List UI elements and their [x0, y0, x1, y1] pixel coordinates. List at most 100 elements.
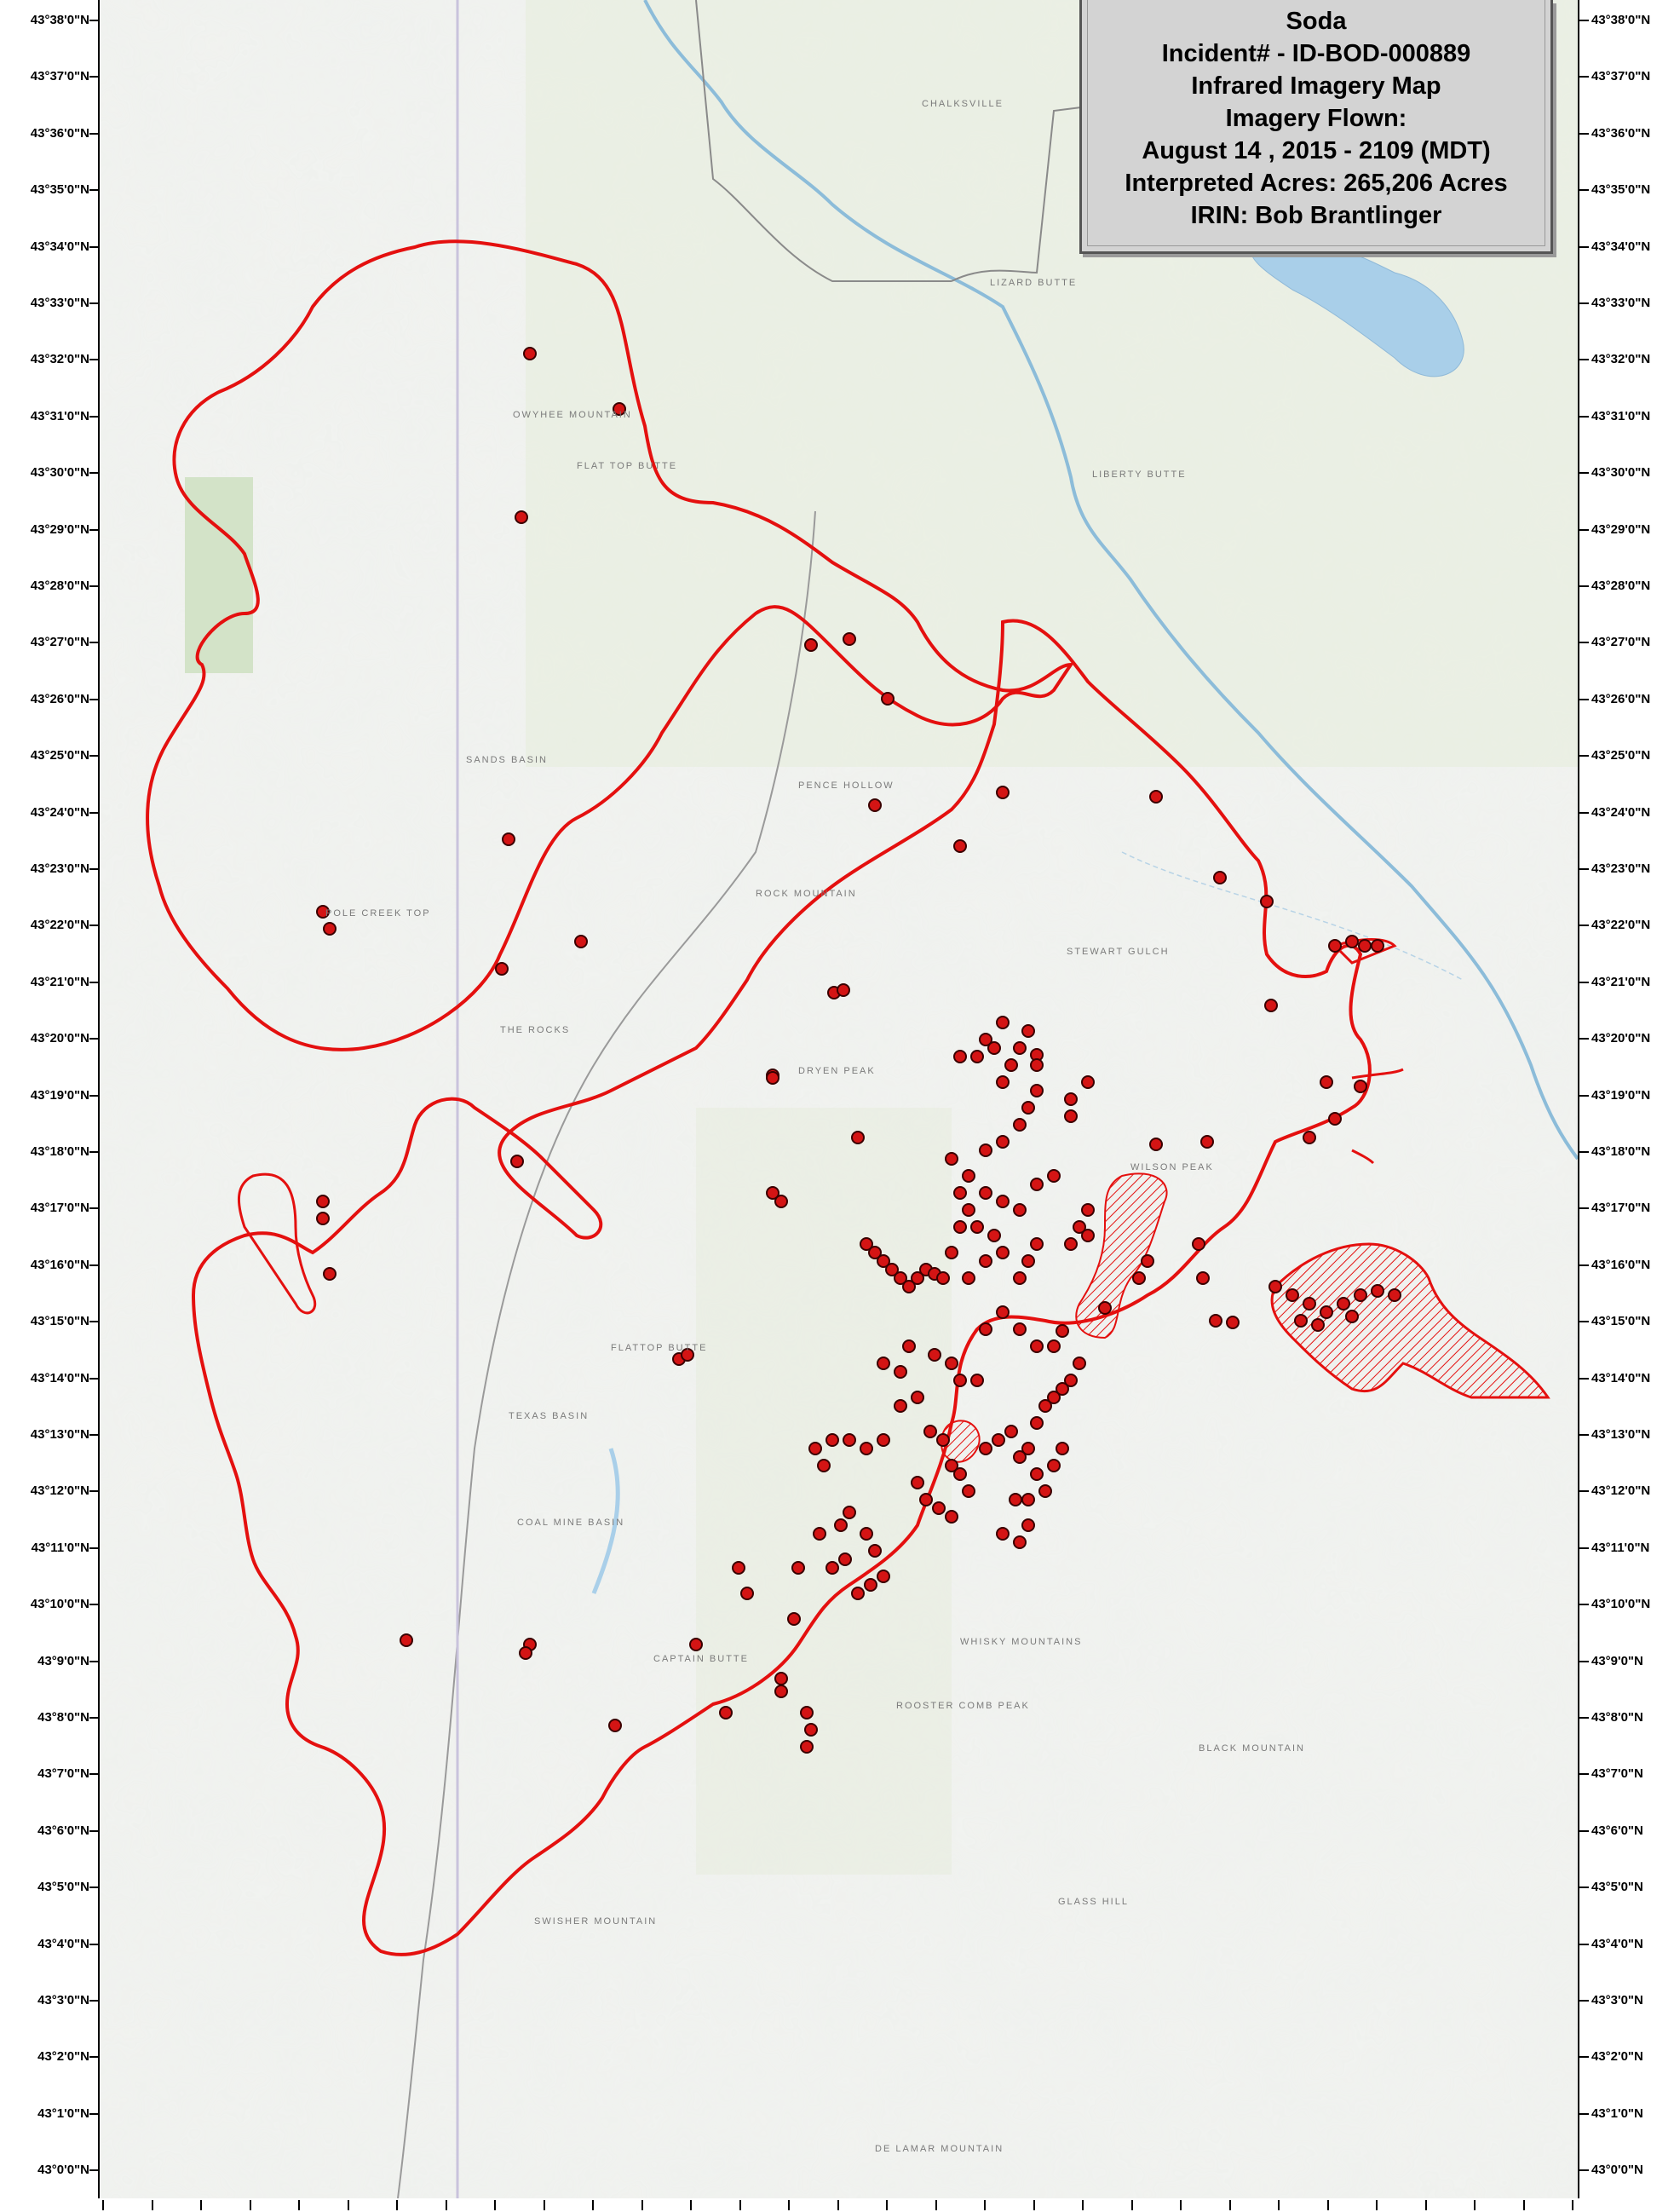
latitude-label-right: 43°15'0"N [1591, 1314, 1651, 1329]
hotspot-marker-icon [523, 347, 537, 360]
longitude-tick [396, 2200, 398, 2210]
latitude-tick [89, 1943, 100, 1945]
latitude-label-right: 43°38'0"N [1591, 13, 1651, 27]
hotspot-marker-icon [1064, 1092, 1078, 1106]
longitude-tick [886, 2200, 888, 2210]
hotspot-marker-icon [868, 1544, 882, 1558]
latitude-tick [1579, 868, 1589, 870]
hotspot-marker-icon [791, 1561, 805, 1575]
hotspot-marker-icon [996, 786, 1010, 799]
latitude-label-right: 43°35'0"N [1591, 182, 1651, 198]
hotspot-marker-icon [766, 1071, 779, 1085]
hotspot-marker-icon [1371, 939, 1384, 953]
hotspot-marker-icon [1073, 1220, 1086, 1234]
hotspot-marker-icon [936, 1271, 950, 1285]
hotspot-marker-icon [804, 638, 818, 652]
hotspot-marker-icon [787, 1612, 801, 1626]
place-label: COAL MINE BASIN [517, 1518, 624, 1528]
latitude-tick [89, 2169, 100, 2172]
latitude-label-left: 43°25'0"N [30, 748, 89, 763]
latitude-tick [1579, 1207, 1589, 1210]
hotspot-marker-icon [945, 1459, 958, 1472]
latitude-label-left: 43°16'0"N [30, 1257, 89, 1272]
hotspot-marker-icon [1030, 1339, 1044, 1353]
latitude-tick [89, 2112, 100, 2115]
latitude-label-left: 43°32'0"N [30, 352, 89, 367]
longitude-tick [1180, 2200, 1182, 2210]
latitude-label-left: 43°10'0"N [30, 1597, 89, 1612]
place-label: SWISHER MOUNTAIN [534, 1916, 657, 1927]
hotspot-marker-icon [1030, 1237, 1044, 1251]
latitude-tick [1579, 20, 1589, 21]
legend-map-type: Infrared Imagery Map [1191, 72, 1441, 100]
place-label: STEWART GULCH [1067, 947, 1170, 957]
hotspot-marker-icon [962, 1203, 975, 1217]
place-label: TEXAS BASIN [509, 1411, 589, 1421]
hotspot-marker-icon [608, 1719, 622, 1732]
hotspot-marker-icon [837, 983, 850, 997]
hotspot-marker-icon [1004, 1058, 1018, 1072]
hotspot-marker-icon [1345, 1310, 1359, 1323]
hotspot-marker-icon [510, 1155, 524, 1168]
latitude-label-left: 43°26'0"N [30, 691, 89, 706]
latitude-tick [89, 2056, 100, 2059]
latitude-tick [89, 302, 100, 304]
place-label: PENCE HOLLOW [798, 781, 895, 791]
hotspot-marker-icon [1056, 1382, 1069, 1396]
place-label: THE ROCKS [500, 1025, 570, 1035]
latitude-tick [1579, 359, 1589, 361]
hotspot-marker-icon [992, 1433, 1005, 1447]
latitude-label-left: 43°15'0"N [30, 1314, 89, 1329]
latitude-label-left: 43°7'0"N [37, 1766, 89, 1782]
longitude-tick [494, 2200, 496, 2210]
hotspot-marker-icon [868, 798, 882, 812]
latitude-tick [1579, 1377, 1589, 1380]
hotspot-marker-icon [1013, 1271, 1027, 1285]
hotspot-marker-icon [1081, 1075, 1095, 1089]
hotspot-marker-icon [911, 1476, 924, 1489]
hotspot-marker-icon [932, 1501, 946, 1515]
hotspot-marker-icon [323, 922, 337, 936]
latitude-tick [89, 1660, 100, 1662]
legend-fire-name: Soda [1286, 8, 1347, 35]
latitude-tick [89, 755, 100, 757]
latitude-tick [1579, 1547, 1589, 1549]
map-legend-panel: Soda Incident# - ID-BOD-000889 Infrared … [1079, 0, 1553, 254]
hotspot-marker-icon [877, 1254, 890, 1268]
hotspot-marker-icon [864, 1578, 877, 1592]
hotspot-marker-icon [996, 1075, 1010, 1089]
latitude-tick [89, 528, 100, 531]
longitude-tick [984, 2200, 986, 2210]
latitude-label-right: 43°31'0"N [1591, 408, 1651, 423]
hotspot-marker-icon [996, 1527, 1010, 1541]
latitude-label-left: 43°33'0"N [30, 296, 89, 310]
hotspot-marker-icon [1009, 1493, 1022, 1506]
hotspot-marker-icon [1303, 1297, 1316, 1310]
latitude-tick [1579, 132, 1589, 135]
hotspot-marker-icon [316, 1195, 330, 1208]
latitude-tick [89, 642, 100, 644]
legend-flown-date: August 14 , 2015 - 2109 (MDT) [1142, 137, 1491, 164]
hotspot-marker-icon [894, 1399, 907, 1413]
hotspot-marker-icon [1209, 1314, 1222, 1328]
latitude-tick [1579, 1829, 1589, 1832]
latitude-label-right: 43°16'0"N [1591, 1257, 1651, 1272]
hotspot-marker-icon [732, 1561, 745, 1575]
latitude-label-left: 43°17'0"N [30, 1201, 89, 1216]
place-label: GLASS HILL [1058, 1897, 1129, 1907]
latitude-tick [1579, 698, 1589, 700]
hotspot-marker-icon [804, 1723, 818, 1737]
hotspot-marker-icon [502, 832, 515, 846]
latitude-tick [1579, 415, 1589, 418]
place-label: LIBERTY BUTTE [1092, 469, 1187, 480]
hotspot-marker-icon [774, 1195, 788, 1208]
place-label: WHISKY MOUNTAINS [960, 1637, 1082, 1647]
latitude-label-left: 43°18'0"N [30, 1144, 89, 1159]
latitude-label-left: 43°36'0"N [30, 125, 89, 141]
latitude-label-right: 43°36'0"N [1591, 125, 1651, 141]
place-label: ROOSTER COMB PEAK [896, 1701, 1030, 1711]
legend-inner-border: Soda Incident# - ID-BOD-000889 Infrared … [1087, 0, 1545, 246]
hotspot-marker-icon [1021, 1254, 1035, 1268]
hotspot-marker-icon [1098, 1301, 1112, 1315]
